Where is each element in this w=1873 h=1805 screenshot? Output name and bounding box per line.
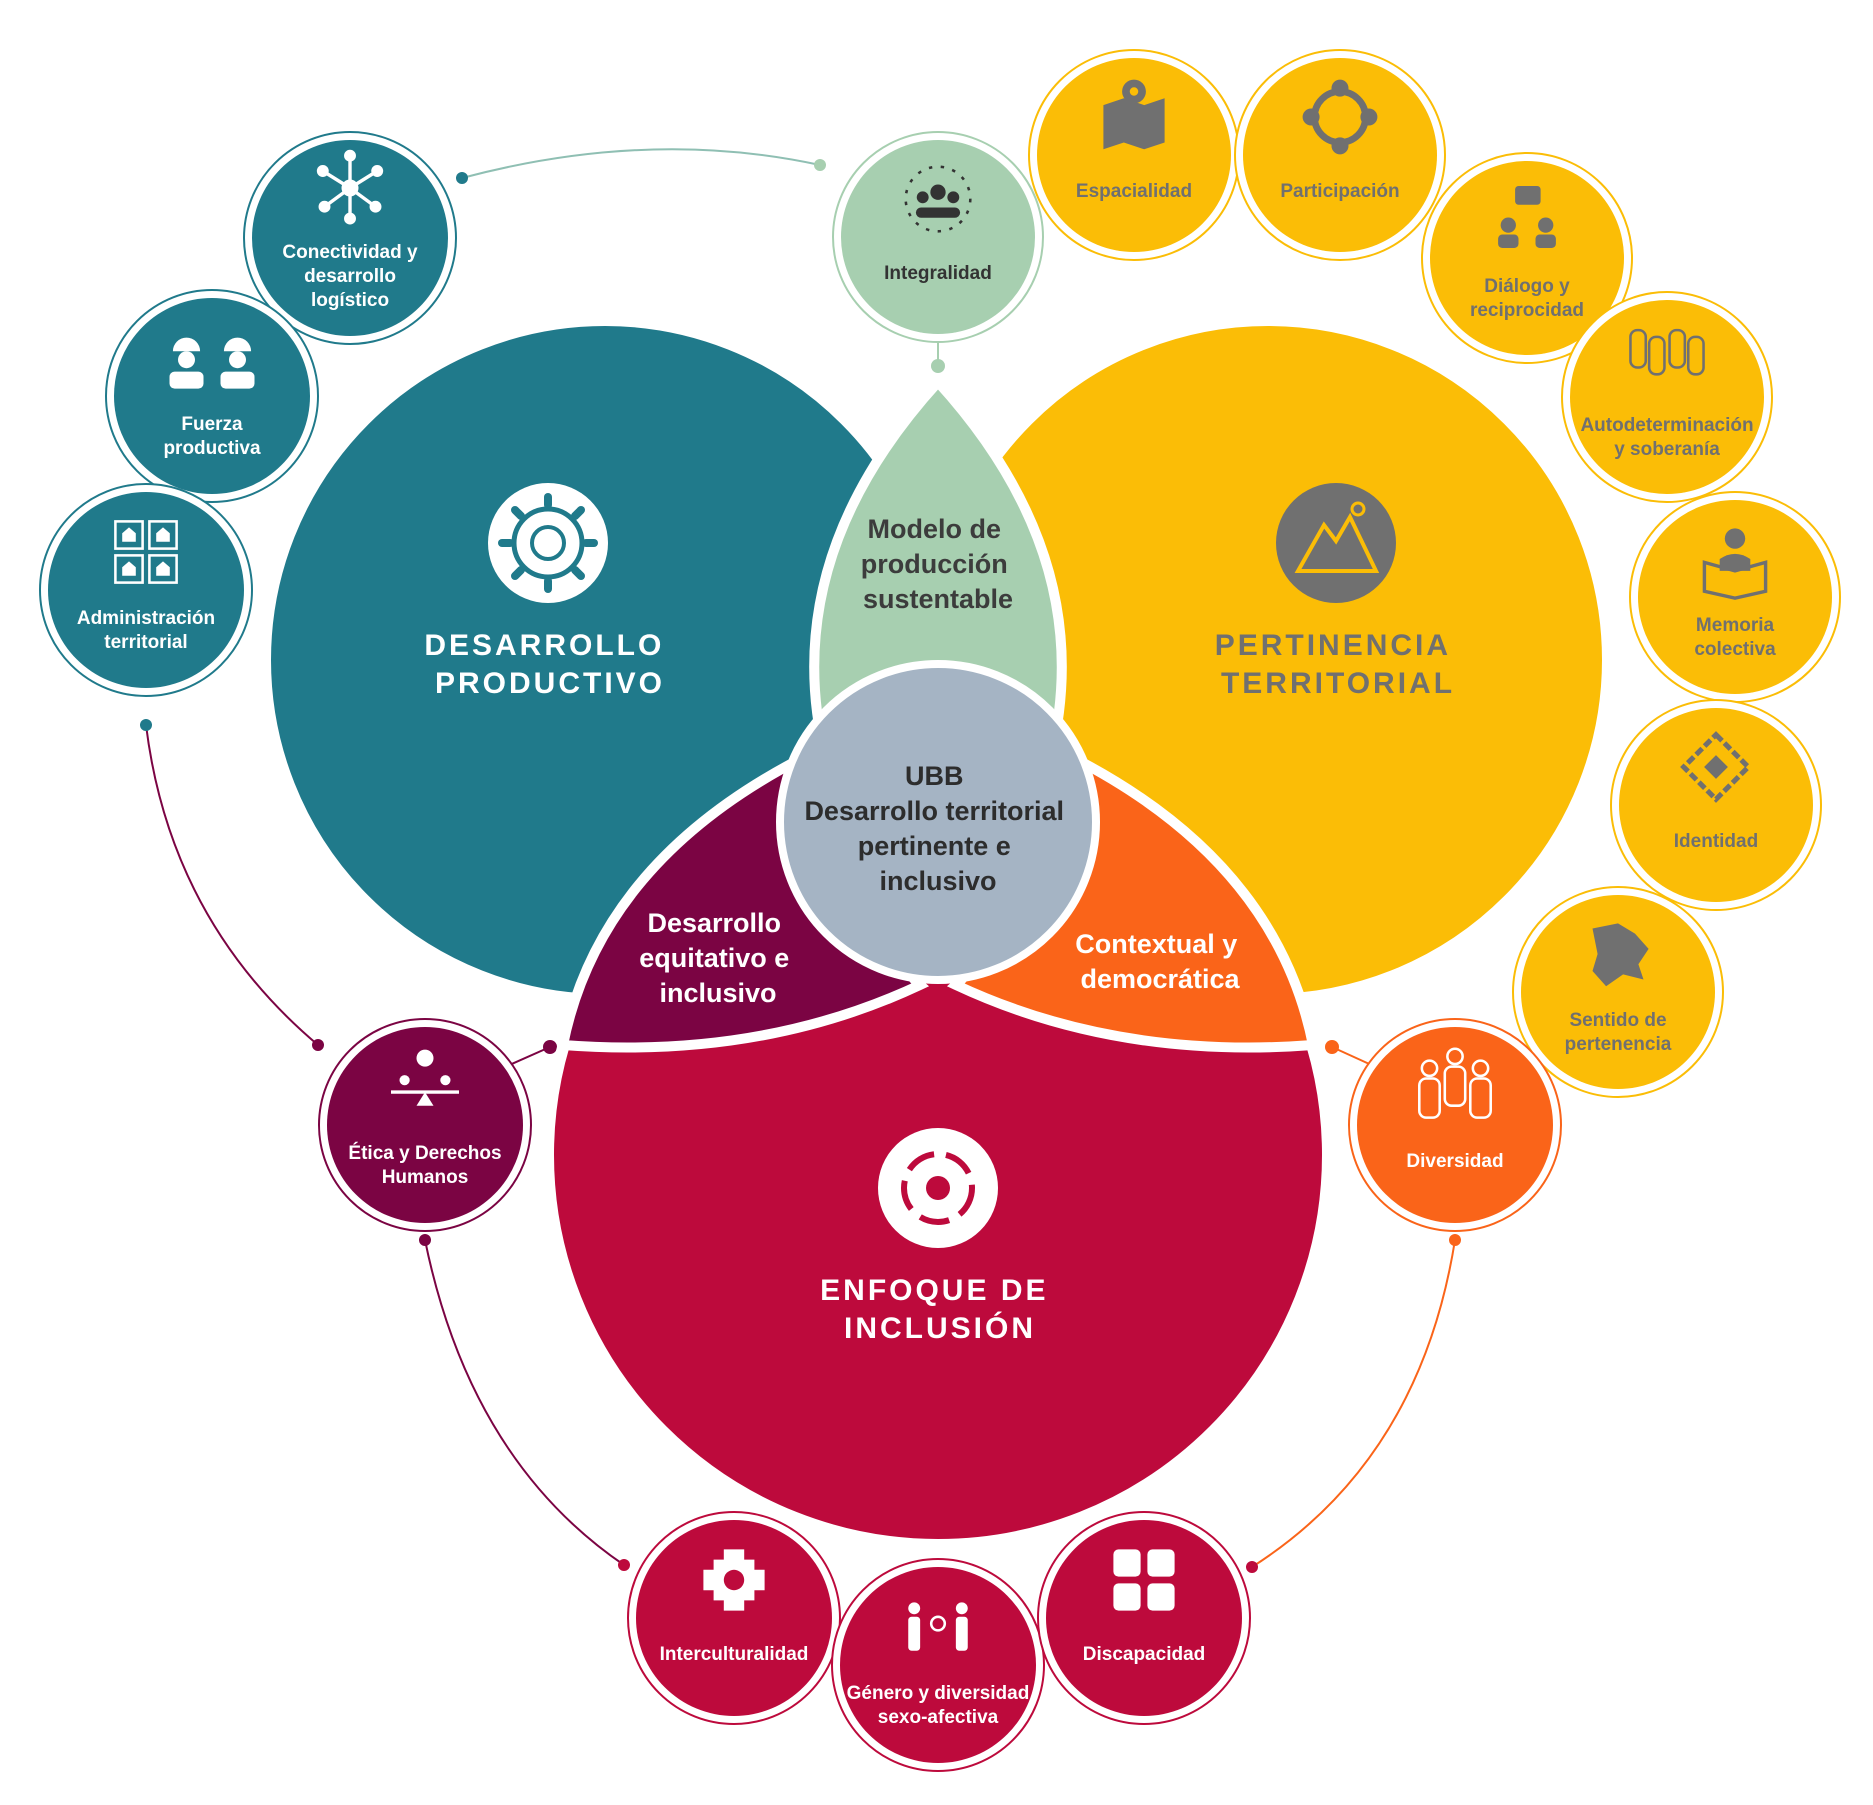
label-participacion: Participación [1280,181,1399,202]
diamond-icon [1680,731,1752,803]
label-desarrollo-productivo: DESARROLLO PRODUCTIVO [424,629,675,700]
center-circle [776,660,1100,984]
label-contextual-democratica: Contextual y democrática [1075,929,1245,994]
satellite-discapacidad: Discapacidad [1037,1511,1251,1725]
cross-icon [703,1549,765,1611]
satellite-integralidad: Integralidad [832,131,1044,343]
label-enfoque-inclusion: ENFOQUE DE INCLUSIÓN [820,1274,1060,1345]
satellite-identidad: Identidad [1610,699,1822,911]
label-pertinencia-territorial: PERTINENCIA TERRITORIAL [1215,629,1462,700]
label-discapacidad: Discapacidad [1083,1644,1206,1665]
grid-icon [114,520,178,584]
label-desarrollo-equitativo: Desarrollo equitativo e inclusivo [639,908,797,1008]
connector-productivo [461,148,821,179]
balance-icon [390,1049,460,1106]
workers-icon [169,337,255,389]
connector-right-bottom [1251,1239,1456,1568]
label-espacialidad: Espacialidad [1076,181,1192,202]
chat-icon [1498,186,1556,249]
mountain-fire-icon [1276,483,1396,603]
network-icon [316,149,384,225]
label-interculturalidad: Interculturalidad [660,1644,809,1665]
mapshape-icon [1592,923,1649,987]
book-icon [1702,528,1768,600]
access-icon [1113,1549,1175,1611]
satellite-participacion: Participación [1234,49,1446,261]
connector-lines [140,148,1461,1573]
connector-left-arc [145,724,319,1046]
label-integralidad: Integralidad [884,263,992,284]
satellite-interculturalidad: Interculturalidad [627,1511,841,1725]
label-modelo-produccion: Modelo de producción sustentable [861,514,1016,614]
gear-icon [488,483,608,603]
label-diversidad: Diversidad [1406,1151,1503,1172]
group-icon [904,165,972,233]
label-identidad: Identidad [1674,831,1758,852]
gender-icon [908,1602,968,1651]
satellite-diversidad: Diversidad [1348,1018,1562,1232]
ring-icon [1302,79,1378,155]
map-icon [1103,79,1165,150]
satellite-espacialidad: Espacialidad [1028,49,1240,261]
people-icon [1418,1047,1492,1119]
label-center-ubb: UBB Desarrollo territorial pertinente e … [804,761,1071,896]
hands-icon [1629,328,1705,376]
connector-left-bottom [424,1239,625,1566]
hands-circle-icon [878,1128,998,1248]
